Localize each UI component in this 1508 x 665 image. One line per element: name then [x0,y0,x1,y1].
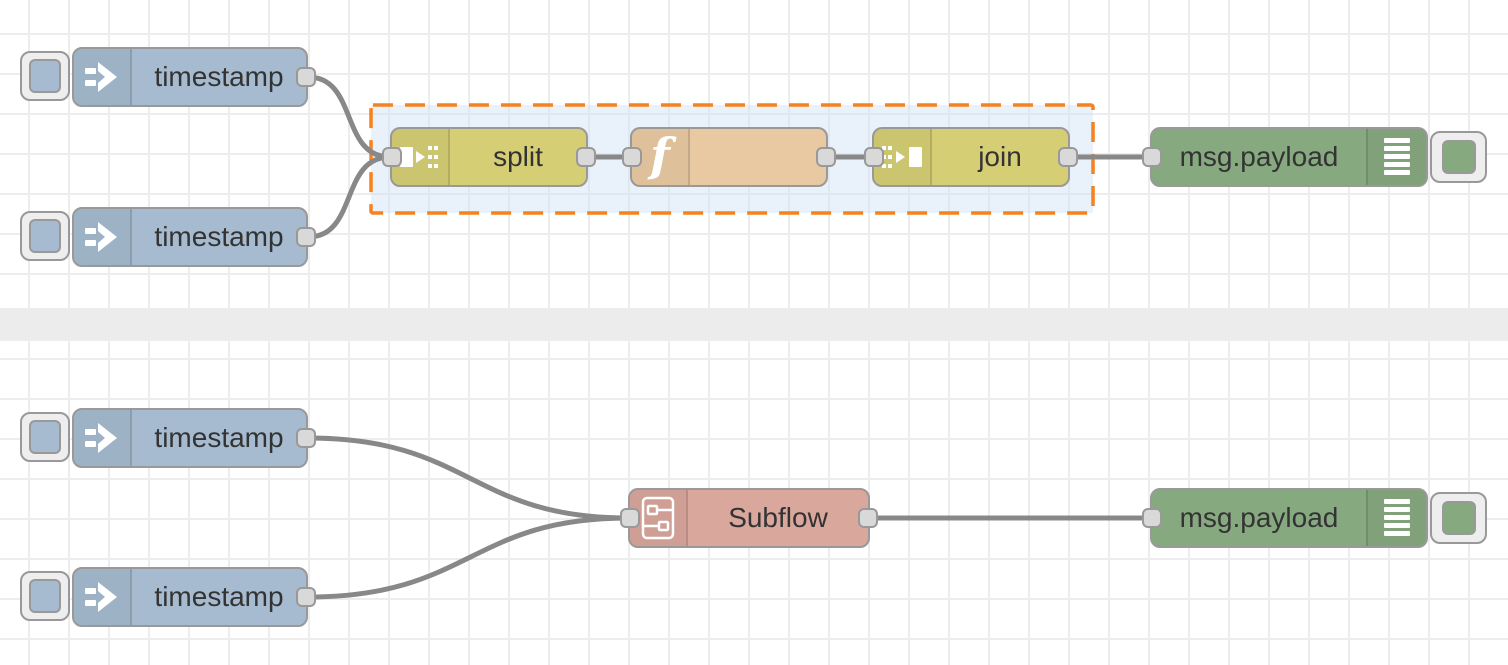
node-label: msg.payload [1179,502,1339,533]
inject-trigger-button-inner [29,420,61,454]
wire[interactable] [305,515,631,600]
inject-icon [74,209,132,265]
wire[interactable] [305,435,631,521]
inject-node-3[interactable]: timestamp [20,408,316,468]
output-port[interactable] [296,227,316,247]
debug-toggle-button[interactable] [1430,131,1487,183]
inject-trigger-button-inner [29,219,61,253]
node-label: timestamp [154,61,284,92]
node-label: join [978,141,1022,172]
debug-toggle-button[interactable] [1430,492,1487,544]
input-port[interactable] [1142,508,1162,528]
debug-node-1[interactable]: msg.payload [1142,127,1487,187]
inject-trigger-button[interactable] [20,211,70,261]
output-port[interactable] [576,147,596,167]
debug-icon [1366,490,1426,546]
debug-node-2[interactable]: msg.payload [1142,488,1487,548]
input-port[interactable] [1142,147,1162,167]
debug-icon [1366,129,1426,185]
inject-trigger-button-inner [29,579,61,613]
node-label: split [493,141,543,172]
flow-divider [0,308,1508,341]
wire[interactable] [305,74,393,160]
wire[interactable] [305,154,393,240]
inject-trigger-button[interactable] [20,412,70,462]
input-port[interactable] [382,147,402,167]
debug-toggle-button-inner [1441,140,1476,174]
debug-toggle-button-inner [1441,501,1476,535]
inject-icon [74,410,132,466]
join-node[interactable]: join [864,127,1078,187]
output-port[interactable] [1058,147,1078,167]
input-port[interactable] [864,147,884,167]
subflow-node[interactable]: Subflow [620,488,878,548]
input-port[interactable] [620,508,640,528]
node-label: msg.payload [1179,141,1339,172]
output-port[interactable] [816,147,836,167]
node-label: Subflow [728,502,828,533]
output-port[interactable] [296,67,316,87]
inject-node-2[interactable]: timestamp [20,207,316,267]
split-node[interactable]: split [382,127,596,187]
inject-icon [74,569,132,625]
inject-trigger-button[interactable] [20,51,70,101]
inject-trigger-button-inner [29,59,61,93]
inject-node-1[interactable]: timestamp [20,47,316,107]
inject-node-4[interactable]: timestamp [20,567,316,627]
inject-icon [74,49,132,105]
output-port[interactable] [296,428,316,448]
inject-trigger-button[interactable] [20,571,70,621]
node-label [690,129,826,185]
node-label: timestamp [154,221,284,252]
output-port[interactable] [296,587,316,607]
function-node[interactable]: f [622,127,836,187]
node-label: timestamp [154,581,284,612]
output-port[interactable] [858,508,878,528]
node-label: timestamp [154,422,284,453]
input-port[interactable] [622,147,642,167]
split-icon [392,129,450,185]
